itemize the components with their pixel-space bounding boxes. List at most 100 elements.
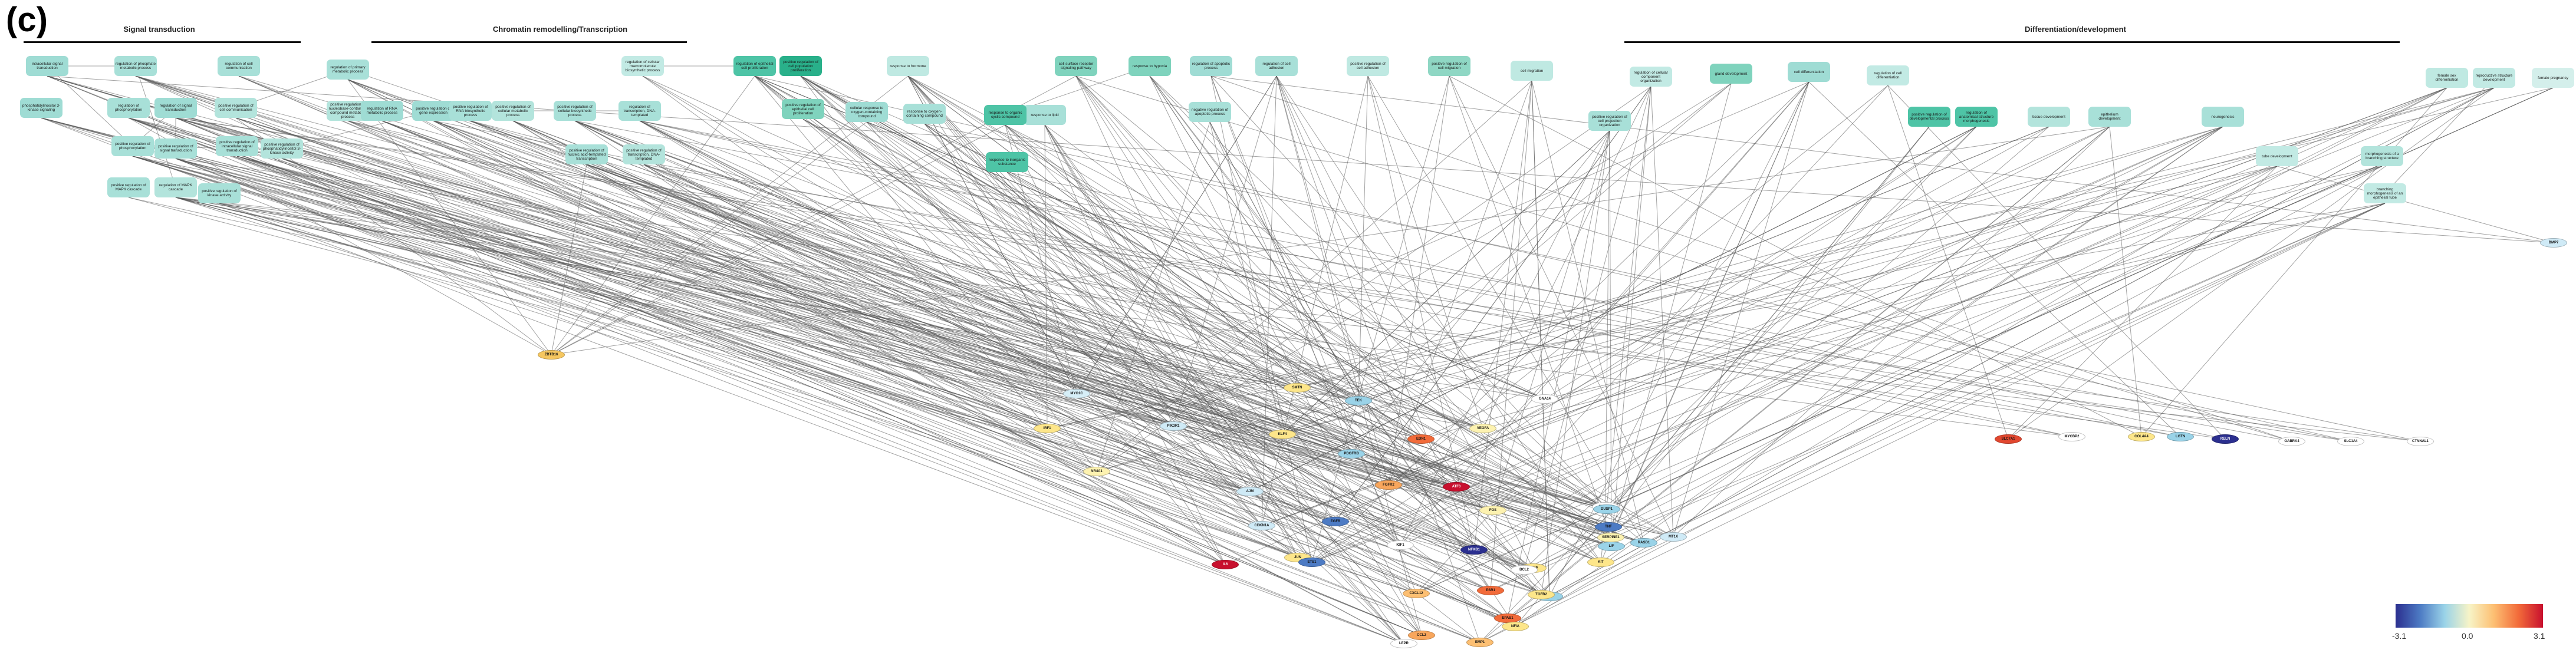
go-term-node: regulation of cell differentiation [1867,65,1909,85]
gene-term-edge [470,120,1644,543]
gene-node: TNF [1595,522,1622,532]
gene-term-edge [128,117,1417,594]
gene-node: LIF [1598,542,1625,551]
gene-term-edge [175,197,1077,394]
gene-term-edge [802,118,1422,440]
go-term-node: cellular response to oxygen-containing c… [845,102,888,122]
gene-term-edge [1449,75,1674,537]
go-term-node: positive regulation of epithelial cell p… [782,99,824,119]
gene-term-edge [1600,126,2223,563]
gene-term-edge [639,120,1525,570]
gene-term-edge [1473,126,2223,550]
go-term-node: response to hormone [887,56,929,76]
go-term-node: response to inorganic substance [986,152,1028,172]
gene-node: ETS1 [1298,558,1325,567]
gene-term-edge [1173,166,2383,427]
go-term-node: positive regulation of kinase activity [198,183,241,203]
gene-term-edge [175,158,2226,440]
gene-term-edge [642,75,1606,507]
gene-term-edge [643,164,1525,570]
gene-term-edge [175,117,1612,547]
gene-term-edge [1282,166,2278,435]
term-term-edge [2384,77,2495,194]
gene-term-edge [433,120,2072,437]
gene-term-edge [800,75,1262,526]
gene-term-edge [41,117,1298,558]
gene-term-edge [1420,166,2383,440]
gene-term-edge [924,123,2421,442]
gene-term-edge [1388,126,2110,486]
go-term-node: positive regulation of transcription, DN… [623,144,665,164]
gene-term-edge [1490,87,2495,591]
gene-term-edge [907,75,1545,400]
gene-term-edge [1600,86,1651,563]
gene-node: ATF3 [1443,482,1470,492]
gene-node: IL6 [1212,560,1239,569]
gene-term-edge [1075,75,2292,442]
gene-term-edge [1605,130,1610,507]
gene-term-edge [41,117,1606,507]
gene-node: ESR1 [1477,586,1504,595]
go-term-node: positive regulation of gene expression [412,101,455,121]
gene-term-edge [235,117,1352,454]
gene-term-edge [128,117,1251,492]
gene-term-edge [1276,75,1389,486]
gene-term-edge [1297,126,2223,388]
gene-term-edge [639,120,2351,442]
gene-term-edge [236,156,1251,492]
gene-node: KLF4 [1269,430,1296,439]
gene-term-edge [1610,81,1810,538]
gene-term-edge [1358,83,1732,401]
gene-term-edge [643,164,1611,538]
gene-term-edge [1605,126,2049,507]
gene-node: KIT [1587,558,1614,567]
gene-term-edge [1006,172,1404,644]
go-term-node: positive regulation of RNA biosynthetic … [449,101,492,121]
gene-term-edge [1282,87,2495,435]
gene-term-edge [219,203,1417,594]
gene-term-edge [47,75,1612,547]
legend-max-label: 3.1 [2534,631,2545,641]
go-term-node: positive regulation of cellular biosynth… [554,101,596,121]
gene-term-edge [132,156,1644,543]
gene-node: RASD1 [1630,538,1657,548]
gene-term-edge [1005,124,1493,511]
gene-term-edge [924,123,1607,510]
gene-term-edge [41,117,1493,511]
gene-term-edge [1479,126,1977,643]
go-term-node: regulation of epithelial cell proliferat… [733,56,776,76]
gene-term-edge [135,75,1606,507]
gene-node: PDGFRB [1338,449,1365,459]
gene-term-edge [219,203,1493,511]
gene-node: SLC7A1 [1995,434,2022,444]
gene-term-edge [551,124,1006,355]
gene-term-edge [1524,87,2447,570]
gene-term-edge [1210,75,1417,594]
gene-term-edge [1449,75,2142,437]
gene-term-edge [1609,130,1612,547]
gene-term-edge [1282,83,1732,435]
go-term-node: regulation of signal transduction [154,98,197,118]
gene-term-edge [574,120,1298,388]
gene-term-edge [128,117,1226,565]
gene-node: ZBTB16 [538,350,565,360]
go-term-node: positive regulation of developmental pro… [1908,107,1950,127]
section-line-differentiation [1624,41,2400,43]
go-term-node: regulation of RNA metabolic process [361,101,403,121]
gene-term-edge [754,75,1601,563]
go-term-node: regulation of cell communication [218,56,260,76]
gene-node: AJM [1236,487,1264,496]
gene-term-edge [128,117,1097,472]
gene-term-edge [574,120,1336,522]
gene-node: BCL2 [1511,565,1538,575]
gene-term-edge [1210,75,2554,243]
gene-term-edge [433,120,1404,644]
gene-term-edge [1282,130,1610,435]
gene-term-edge [1515,166,2278,627]
gene-term-edge [1044,124,1174,427]
section-title-signal: Signal transduction [123,25,195,34]
gene-term-edge [586,164,1417,594]
gene-term-edge [639,120,2181,437]
gene-term-edge [512,120,1525,570]
gene-node: CDKN1A [1248,521,1275,530]
